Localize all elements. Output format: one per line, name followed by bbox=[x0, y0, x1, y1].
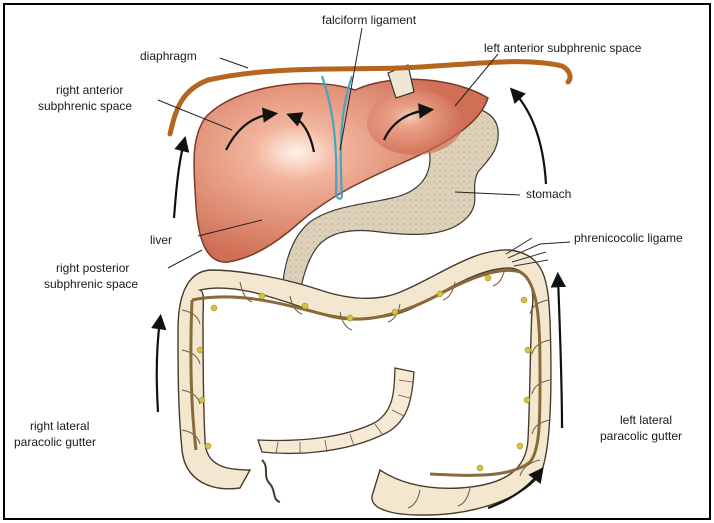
label-right-lateral-line1: right lateral bbox=[30, 419, 89, 433]
arrow-left-lateral bbox=[558, 278, 562, 428]
label-right-posterior-line2: subphrenic space bbox=[44, 277, 138, 291]
label-falciform-ligament: falciform ligament bbox=[322, 13, 417, 27]
label-right-lateral-line2: paracolic gutter bbox=[14, 435, 96, 449]
label-diaphragm: diaphragm bbox=[140, 49, 197, 63]
arrow-left-subphrenic bbox=[514, 92, 546, 184]
label-left-lateral-line1: left lateral bbox=[620, 413, 672, 427]
label-liver: liver bbox=[150, 233, 172, 247]
arrow-right-posterior bbox=[174, 142, 184, 218]
label-phrenicocolic: phrenicocolic ligame bbox=[574, 231, 683, 245]
label-right-anterior-line1: right anterior bbox=[56, 83, 123, 97]
small-intestine bbox=[258, 368, 414, 453]
label-right-anterior-line2: subphrenic space bbox=[38, 99, 132, 113]
label-stomach: stomach bbox=[526, 187, 571, 201]
appendix bbox=[262, 460, 280, 502]
arrow-right-lateral bbox=[157, 320, 160, 412]
label-left-lateral-line2: paracolic gutter bbox=[600, 429, 682, 443]
label-right-posterior-line1: right posterior bbox=[56, 261, 129, 275]
label-left-anterior-subphrenic: left anterior subphrenic space bbox=[484, 41, 642, 55]
